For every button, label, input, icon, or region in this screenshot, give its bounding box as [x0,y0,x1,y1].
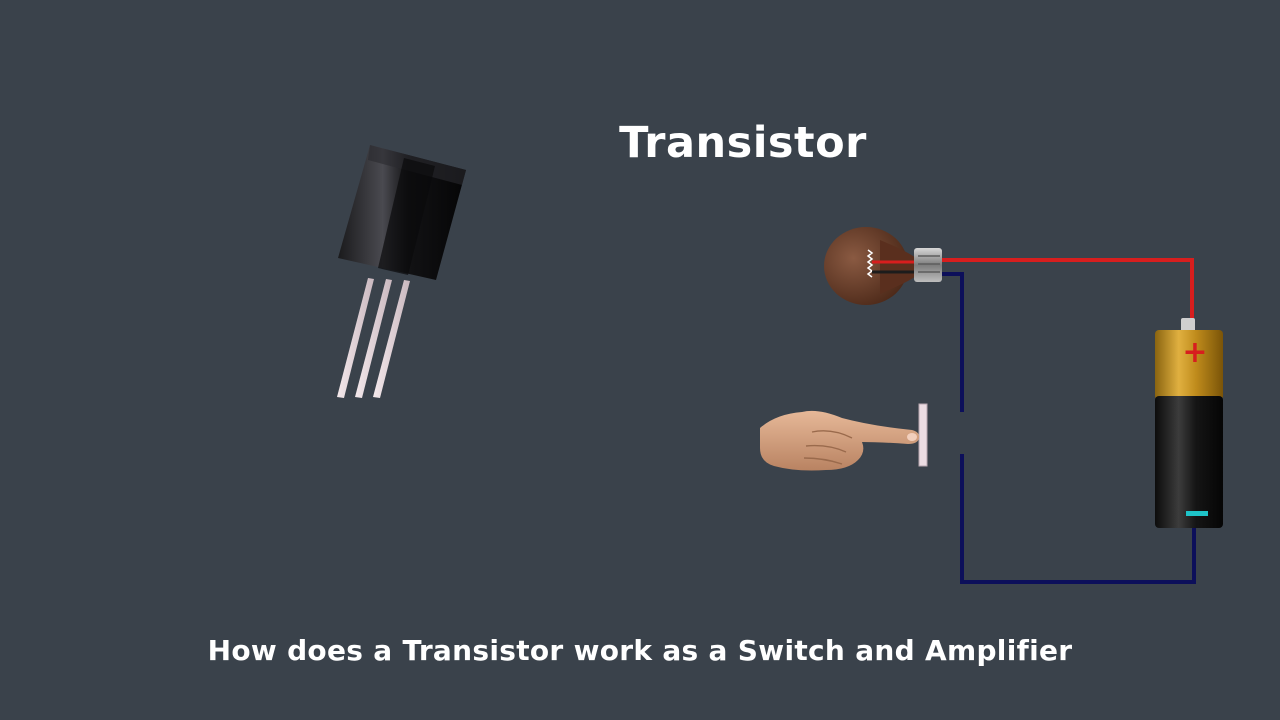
negative-wire-upper [938,272,964,412]
hand-shape [760,410,920,471]
transistor-leg-right [373,280,410,398]
pointing-hand-graphic [760,410,920,471]
bulb-socket [914,248,942,282]
battery-body [1155,396,1223,528]
transistor-leg-middle [355,279,392,398]
switch-plate [918,403,928,467]
slide-title: Transistor [619,118,867,168]
circuit-wires [938,258,1196,584]
push-switch [918,403,928,467]
video-caption: How does a Transistor work as a Switch a… [207,634,1073,667]
positive-wire [940,258,1194,320]
transistor-graphic [337,145,466,398]
battery: + [1155,318,1223,528]
battery-cap [1155,330,1223,400]
battery-negative-mark [1186,511,1208,516]
battery-terminal [1181,318,1195,332]
transistor-leg-left [337,278,374,398]
bulb-filament [866,249,874,278]
negative-wire-lower [960,454,1196,584]
battery-positive-symbol: + [1182,335,1207,370]
light-bulb [824,227,942,305]
